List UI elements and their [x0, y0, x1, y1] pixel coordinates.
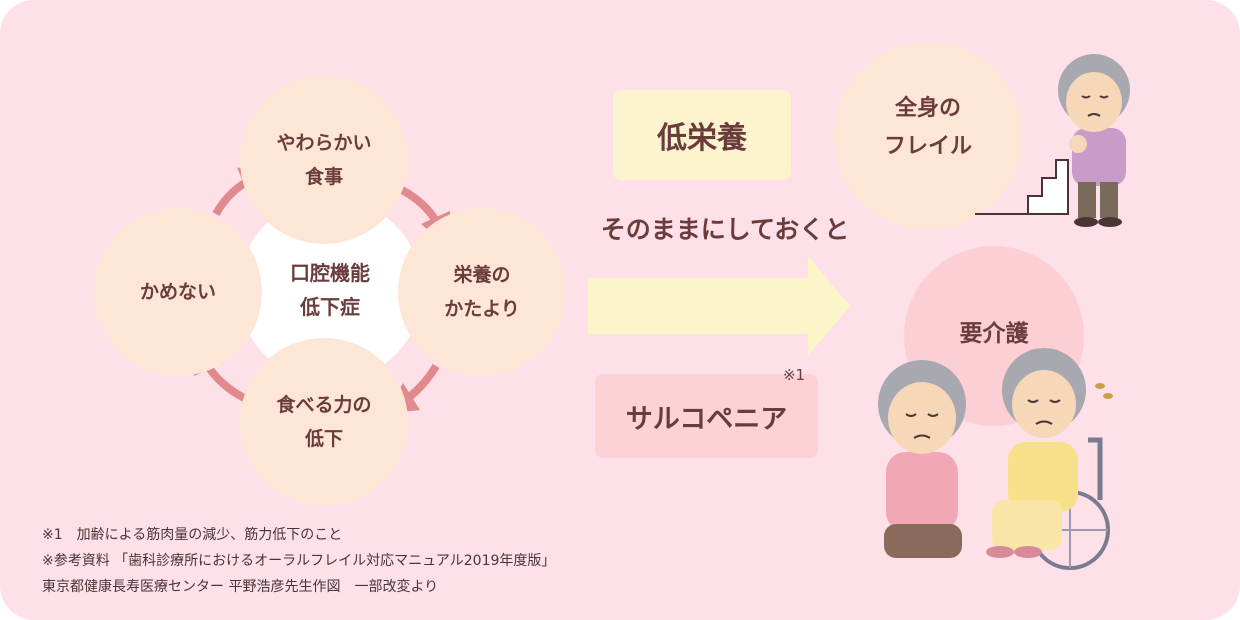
elderly-women-wheelchair-illustration [878, 348, 1113, 570]
right-arrow-icon [588, 256, 850, 356]
progression-caption: そのままにしておくと [600, 215, 850, 244]
cycle-label-bottom: 食べる力の 低下 [276, 394, 372, 450]
sarcopenia-label: サルコペニア [625, 403, 788, 435]
cycle-circle-bottom [240, 338, 408, 506]
low-nutrition-box: 低栄養 [613, 90, 791, 180]
sarcopenia-note-mark: ※1 [782, 366, 806, 384]
cycle-label-left: かめない [139, 281, 216, 303]
footnote-1: ※1 加齢による筋肉量の減少、筋力低下のこと [42, 527, 343, 543]
cycle-center-circle [238, 198, 422, 382]
footnote-2: ※参考資料 「歯科診療所におけるオーラルフレイル対応マニュアル2019年度版」 [42, 553, 556, 569]
frailty-circle [834, 42, 1022, 230]
footnote-3: 東京都健康長寿医療センター 平野浩彦先生作図 一部改変より [42, 579, 439, 595]
care-needed-label: 要介護 [959, 321, 1029, 347]
cycle-label-right: 栄養の かたより [444, 264, 520, 320]
cycle-center-label: 口腔機能 低下症 [290, 261, 370, 319]
cycle-circle-left [94, 208, 262, 376]
cycle-circle-right [398, 208, 566, 376]
sarcopenia-box: サルコペニア [595, 374, 818, 458]
cycle-circle-top [240, 76, 408, 244]
frailty-label: 全身の フレイル [883, 96, 972, 159]
low-nutrition-label: 低栄養 [657, 121, 747, 156]
elderly-man-on-stairs-illustration [975, 54, 1130, 227]
cycle-label-top: やわらかい 食事 [276, 132, 372, 188]
